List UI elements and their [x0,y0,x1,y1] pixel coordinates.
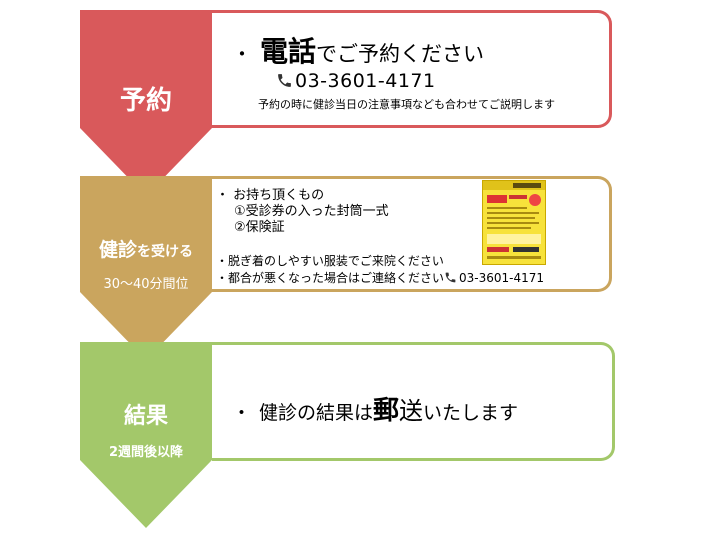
step1-phone-number: 03-3601-4171 [295,70,436,92]
step2-title-small: を受ける [137,244,193,260]
health-checkup-voucher-flyer-icon [482,180,546,265]
step2-phone-number: 03-3601-4171 [459,271,545,285]
step1-headline-big: 電話 [260,35,317,68]
step3-result-a: 健診の結果は [259,402,374,424]
step2-title-big: 健診 [98,239,137,261]
step3-box [212,342,615,461]
step2-note-2: ・都合が悪くなった場合はご連絡ください 03-3601-4171 [216,269,544,286]
step2-note-2-text: ・都合が悪くなった場合はご連絡ください [216,271,445,285]
step1-headline: ・電話でご予約ください [232,30,484,70]
step1-phone: 03-3601-4171 [276,70,436,92]
step2-note-1: ・脱ぎ着のしやすい服装でご来院ください [216,254,444,268]
step3-result-big2: 送 [399,397,424,425]
step2-subtitle: 30～40分間位 [103,277,189,292]
step3-subtitle: 2週間後以降 [108,445,184,460]
step2-bring-item-1: ①受診券の入った封筒一式 [234,204,389,219]
step1-note: 予約の時に健診当日の注意事項なども合わせてご説明します [258,98,555,111]
step1-chevron [80,10,212,196]
step1-headline-rest: でご予約ください [316,42,485,66]
step2-bring-heading: ・ お持ち頂くもの [216,188,325,203]
step3-result-text: ・健診の結果は郵送いたします [232,390,518,427]
step2-chevron [80,176,212,360]
step2-title: 健診を受ける [80,238,212,264]
step2-bring-item-2: ②保険証 [234,220,285,235]
step1-box [212,10,612,128]
step3-title: 結果 [123,404,168,429]
step3-result-big1: 郵 [373,396,400,426]
step1-bullet: ・ [232,42,252,66]
telephone-icon [445,272,456,283]
step3-chevron [80,342,212,528]
step3-result-b: いたします [423,402,519,424]
step1-title: 予約 [119,86,172,116]
telephone-icon [278,74,291,87]
step3-bullet: ・ [232,402,252,424]
